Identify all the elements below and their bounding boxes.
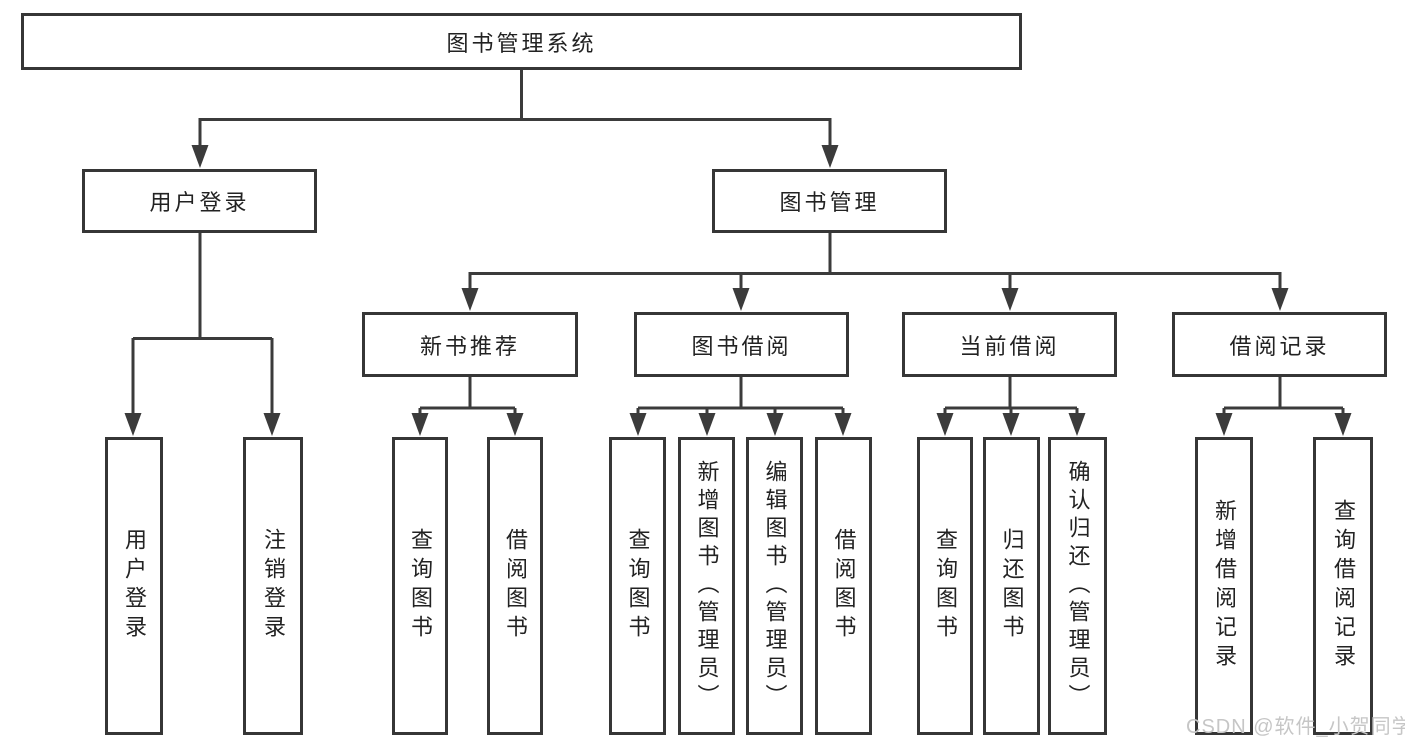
leaf-bb-edit-books-admin-label: 编辑图书（管理员）: [762, 460, 788, 712]
arrowhead: [1334, 413, 1352, 436]
arrowhead: [191, 145, 209, 168]
node-borrowing-records-label: 借阅记录: [1229, 333, 1330, 359]
leaf-cb-return-books: 归还图书: [983, 437, 1040, 735]
leaf-bb-add-books-admin-label: 新增图书（管理员）: [694, 460, 720, 712]
arrowhead: [821, 145, 839, 168]
leaf-cb-query-books: 查询图书: [917, 437, 973, 735]
node-book-borrowing-label: 图书借阅: [691, 333, 792, 359]
node-current-borrowing: 当前借阅: [902, 312, 1117, 377]
leaf-cb-return-books-label: 归还图书: [999, 528, 1025, 644]
arrowhead: [834, 413, 852, 436]
arrowhead: [1001, 288, 1019, 311]
arrowhead: [629, 413, 647, 436]
leaf-nbr-borrow-books-label: 借阅图书: [503, 528, 528, 644]
node-new-book-recommend-label: 新书推荐: [419, 333, 520, 359]
leaf-bb-borrow-books-label: 借阅图书: [831, 528, 857, 644]
node-root: 图书管理系统: [21, 13, 1022, 70]
node-root-label: 图书管理系统: [446, 30, 597, 56]
node-user-login: 用户登录: [82, 169, 317, 233]
node-book-management: 图书管理: [712, 169, 947, 233]
leaf-bb-edit-books-admin: 编辑图书（管理员）: [746, 437, 803, 735]
leaf-br-add-record-label: 新增借阅记录: [1212, 499, 1237, 673]
leaf-user-login-label: 用户登录: [122, 528, 147, 644]
leaf-logout: 注销登录: [243, 437, 303, 735]
leaf-cb-query-books-label: 查询图书: [933, 528, 958, 644]
leaf-bb-query-books-label: 查询图书: [625, 528, 651, 644]
node-user-login-label: 用户登录: [149, 190, 250, 215]
leaf-user-login: 用户登录: [105, 437, 163, 735]
arrowhead: [1215, 413, 1233, 436]
node-book-borrowing: 图书借阅: [634, 312, 849, 377]
leaf-bb-add-books-admin: 新增图书（管理员）: [678, 437, 735, 735]
leaf-nbr-query-books-label: 查询图书: [408, 528, 433, 644]
csdn-watermark: CSDN @软件_小贺同学: [1186, 716, 1405, 738]
arrowhead: [1002, 413, 1020, 436]
node-current-borrowing-label: 当前借阅: [959, 333, 1060, 359]
node-borrowing-records: 借阅记录: [1172, 312, 1387, 377]
arrowhead: [461, 288, 479, 311]
arrowhead: [936, 413, 954, 436]
leaf-nbr-borrow-books: 借阅图书: [487, 437, 543, 735]
node-new-book-recommend: 新书推荐: [362, 312, 578, 377]
arrowhead: [698, 413, 716, 436]
arrowhead: [411, 413, 429, 436]
leaf-cb-confirm-return-admin-label: 确认归还（管理员）: [1065, 460, 1091, 712]
arrowhead: [766, 413, 784, 436]
leaf-br-query-record-label: 查询借阅记录: [1331, 499, 1356, 673]
leaf-br-add-record: 新增借阅记录: [1195, 437, 1253, 735]
arrowhead: [1271, 288, 1289, 311]
leaf-nbr-query-books: 查询图书: [392, 437, 448, 735]
leaf-br-query-record: 查询借阅记录: [1313, 437, 1373, 735]
leaf-cb-confirm-return-admin: 确认归还（管理员）: [1048, 437, 1107, 735]
arrowhead: [506, 413, 524, 436]
arrowhead: [124, 413, 142, 436]
arrowhead: [1068, 413, 1086, 436]
leaf-logout-label: 注销登录: [261, 528, 286, 644]
node-book-management-label: 图书管理: [779, 190, 880, 215]
arrowhead: [263, 413, 281, 436]
leaf-bb-query-books: 查询图书: [609, 437, 666, 735]
arrowhead: [732, 288, 750, 311]
leaf-bb-borrow-books: 借阅图书: [815, 437, 872, 735]
